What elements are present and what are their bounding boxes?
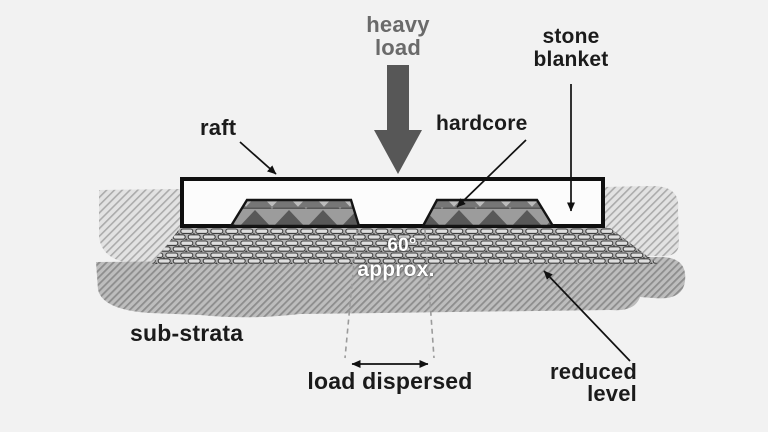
sub-strata-label: sub-strata [130, 320, 244, 346]
hardcore-mound-left [228, 198, 361, 228]
sub-strata-layer [96, 256, 686, 318]
hardcore-leader-arrow [456, 139, 527, 208]
raft-leader-arrow [239, 141, 277, 175]
reduced-level-leader-arrow [543, 270, 631, 362]
hardcore-mound-right [420, 198, 556, 228]
raft-label: raft [200, 115, 237, 140]
heavy-load-label: heavy load [366, 12, 430, 60]
stone-blanket-label: stone blanket [533, 25, 609, 71]
heavy-load-arrow-icon [374, 65, 422, 174]
dispersal-dashed-line-left [344, 229, 358, 359]
stone-blanket-layer [152, 228, 658, 264]
hardcore-label: hardcore [436, 112, 528, 135]
load-dispersed-label: load dispersed [307, 368, 473, 394]
reduced-level-label: reduced level [550, 359, 637, 406]
dispersal-angle-label: 60° [387, 235, 417, 256]
dispersal-angle-approx-label: approx. [357, 258, 435, 281]
ground-hatch-left [99, 189, 182, 263]
dispersal-dashed-line-right [424, 229, 435, 359]
